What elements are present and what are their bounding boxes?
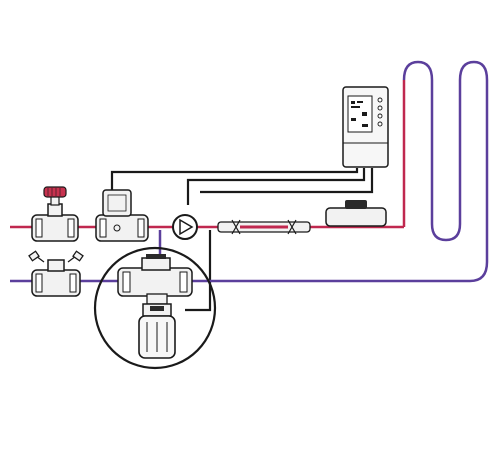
circulation-pump xyxy=(172,214,198,240)
pump-icon xyxy=(179,218,194,236)
valve-actuator xyxy=(138,303,176,359)
solenoid-coil-icon xyxy=(113,224,121,232)
mixing-valve xyxy=(117,254,193,305)
controller-buttons xyxy=(377,97,383,127)
zoom-circle-icon xyxy=(93,246,217,370)
valve-handle-icon xyxy=(43,186,67,198)
wire-controller-sensor xyxy=(110,168,359,190)
wire-controller-main xyxy=(186,168,366,205)
wire-actuator xyxy=(185,230,212,312)
solenoid-valve xyxy=(95,189,149,242)
temperature-sensor xyxy=(325,200,387,227)
test-port-icon xyxy=(28,250,84,263)
sensor-icon xyxy=(345,200,367,209)
balancing-valve-return xyxy=(28,250,84,297)
controller-icon xyxy=(351,101,368,127)
wire-controller-solenoid xyxy=(200,168,374,194)
wiring xyxy=(110,168,374,312)
return-loop xyxy=(402,60,489,283)
supply-manifold xyxy=(217,219,311,235)
balancing-valve-supply xyxy=(31,186,79,242)
controller xyxy=(342,86,389,168)
